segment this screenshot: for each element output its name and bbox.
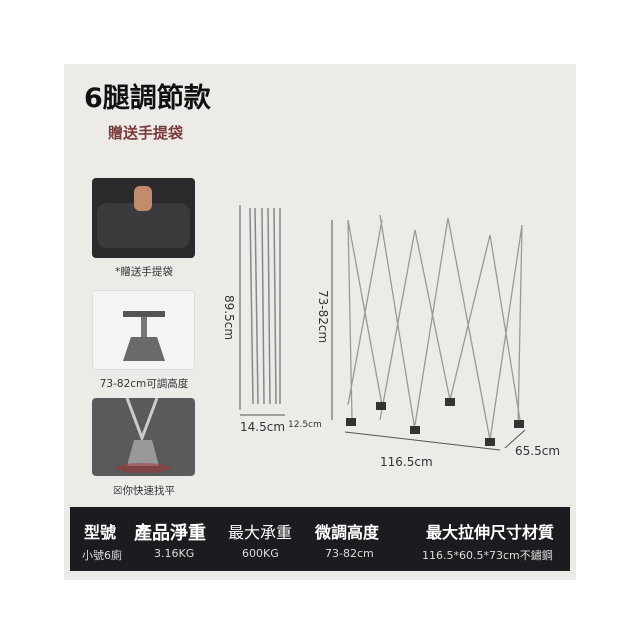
spec-table: 型號 產品淨重 最大承重 微調高度 最大拉伸尺寸材質 小號6廁 3.16KG 6… (70, 507, 570, 571)
thumb-caption-bag: *贈送手提袋 (115, 266, 173, 278)
spec-value-load: 600KG (242, 547, 279, 560)
spec-header-load: 最大承重 (228, 523, 293, 542)
spec-header-height: 微調高度 (315, 523, 380, 542)
open-depth-label: 65.5cm (515, 444, 561, 458)
spec-header-model: 型號 (84, 523, 117, 542)
product-title: 6腿調節款 (84, 83, 211, 114)
spec-header-weight: 產品淨重 (134, 523, 206, 544)
adjustable-foot-image (92, 290, 195, 370)
folded-depth-label: 12.5cm (288, 420, 322, 430)
carry-bag-image (92, 178, 195, 258)
gift-label: 贈送手提袋 (108, 124, 184, 142)
folded-width-label: 14.5cm (240, 420, 286, 434)
leveling-foot-image (92, 398, 195, 476)
open-length-label: 116.5cm (380, 455, 433, 469)
spec-value-weight: 3.16KG (154, 547, 195, 560)
spec-header-size: 最大拉伸尺寸材質 (426, 523, 555, 542)
open-height-label: 73-82cm (316, 290, 330, 344)
thumb-caption-height: 73-82cm可調高度 (99, 378, 189, 390)
thumb-caption-level: ☒你快速找平 (113, 485, 175, 497)
spec-value-model: 小號6廁 (82, 549, 122, 562)
spec-value-size: 116.5*60.5*73cm不鏽鋼 (422, 549, 553, 562)
spec-value-height: 73-82cm (325, 547, 374, 560)
folded-height-label: 89.5cm (222, 295, 236, 341)
